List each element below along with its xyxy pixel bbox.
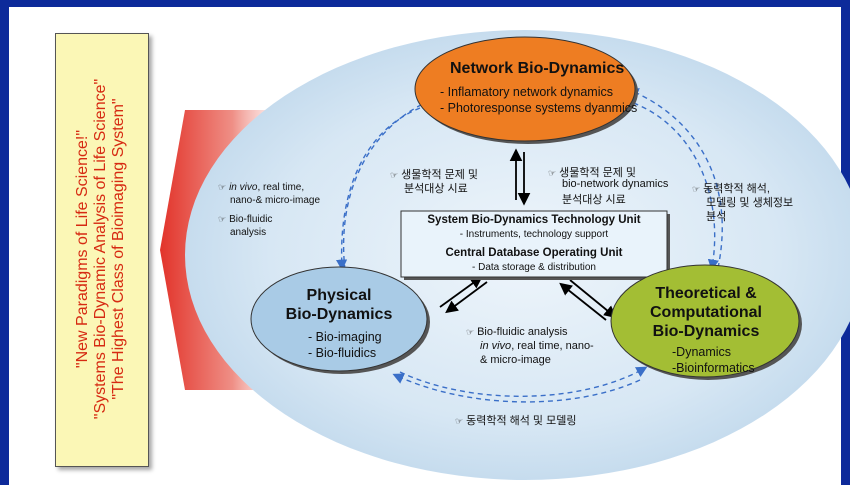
network-item-2: - Photoresponse systems dyanmics xyxy=(440,101,638,115)
banner-line-2: "Systems Bio-Dynamic Analysis of Life Sc… xyxy=(92,78,109,420)
note-bottom-mid-3: & micro-image xyxy=(480,354,551,366)
theoretical-title-1: Theoretical & xyxy=(655,285,757,302)
theoretical-item-1: -Dynamics xyxy=(672,345,732,359)
pointing-hand-icon: ☞ xyxy=(466,327,475,337)
physical-item-1: - Bio-imaging xyxy=(308,330,382,344)
note-center-right-3: 분석대상 시료 xyxy=(562,194,626,206)
note-bottom-mid: ☞Bio-fluidic analysis xyxy=(466,326,568,338)
note-left-top: ☞in vivo, real time, xyxy=(218,182,304,193)
central-box xyxy=(400,210,668,278)
note-left-top-2: nano-& micro-image xyxy=(230,195,321,206)
top-frame-bar xyxy=(0,0,850,7)
note-bio-fluidic: Bio-fluidic xyxy=(229,214,273,225)
dashed-arrow-left-down xyxy=(335,107,421,271)
pointing-hand-icon: ☞ xyxy=(455,416,464,426)
central-sub-2: - Data storage & distribution xyxy=(472,262,596,273)
network-ellipse xyxy=(414,36,636,142)
theoretical-title-2: Computational xyxy=(650,304,762,321)
network-title: Network Bio-Dynamics xyxy=(450,60,625,77)
central-title-1: System Bio-Dynamics Technology Unit xyxy=(427,214,641,226)
arrow-to-central-left xyxy=(439,275,483,308)
pointing-hand-icon: ☞ xyxy=(692,184,701,194)
physical-item-2: - Bio-fluidics xyxy=(308,346,377,360)
arrow-to-central-right xyxy=(559,282,607,321)
dashed-arrow-bottom-left xyxy=(392,373,641,403)
note-bottom-mid-line2: in vivo, real time, nano- xyxy=(480,340,594,352)
theoretical-item-2: -Bioinformatics xyxy=(672,361,755,375)
note-center-right-1: 생물학적 문제 및 xyxy=(559,167,637,179)
note-bottom: ☞동력학적 해석 및 모델링 xyxy=(455,412,576,428)
dashed-arrow-left-up xyxy=(343,92,448,271)
physical-title-1: Physical xyxy=(306,287,372,304)
note-right-3: 분석 xyxy=(706,211,727,223)
note-center-left-2: 분석대상 시료 xyxy=(404,183,468,195)
pointing-hand-icon: ☞ xyxy=(218,182,227,192)
theoretical-title-3: Bio-Dynamics xyxy=(652,323,760,340)
network-item-1: - Inflamatory network dynamics xyxy=(440,85,613,99)
note-left-mid: ☞Bio-fluidic xyxy=(218,214,272,225)
note-real-time: , real time, xyxy=(257,182,305,193)
note-bottom-text: 동력학적 해석 및 모델링 xyxy=(466,415,577,427)
note-center-left: ☞생물학적 문제 및 xyxy=(390,166,478,182)
note-bottom-mid-1: Bio-fluidic analysis xyxy=(477,326,568,338)
note-bottom-in-vivo: in vivo xyxy=(480,340,512,352)
note-right: ☞동력학적 해석, xyxy=(692,180,770,196)
left-frame-bar xyxy=(0,0,9,485)
note-right-1: 동력학적 해석, xyxy=(703,183,770,195)
note-center-right-2: bio-network dynamics xyxy=(562,178,669,190)
physical-ellipse xyxy=(250,266,428,372)
dashed-arrow-bottom-right xyxy=(399,366,648,397)
paradigm-banner-text: "New Paradigms of Life Science!" "System… xyxy=(55,33,147,465)
dashed-arrow-right-up xyxy=(627,88,723,269)
arrow-to-theoretical xyxy=(569,279,617,319)
note-right-2: 모델링 및 생체정보 xyxy=(706,197,794,209)
pointing-hand-icon: ☞ xyxy=(548,168,557,178)
pointing-hand-icon: ☞ xyxy=(390,170,399,180)
note-center-right: ☞생물학적 문제 및 xyxy=(548,164,636,180)
banner-line-1: "New Paradigms of Life Science!" xyxy=(74,129,91,369)
banner-line-3: "The Highest Class of Bioimaging System" xyxy=(110,98,127,400)
pointing-hand-icon: ☞ xyxy=(218,214,227,224)
note-in-vivo: in vivo xyxy=(229,182,258,193)
central-title-2: Central Database Operating Unit xyxy=(445,247,623,259)
central-sub-1: - Instruments, technology support xyxy=(459,229,609,240)
note-center-left-1: 생물학적 문제 및 xyxy=(401,169,479,181)
physical-title-2: Bio-Dynamics xyxy=(285,306,393,323)
theoretical-ellipse xyxy=(610,264,800,378)
paradigm-banner xyxy=(55,33,149,467)
note-left-mid-2: analysis xyxy=(230,227,267,238)
note-bottom-real-time: , real time, nano- xyxy=(511,340,594,352)
